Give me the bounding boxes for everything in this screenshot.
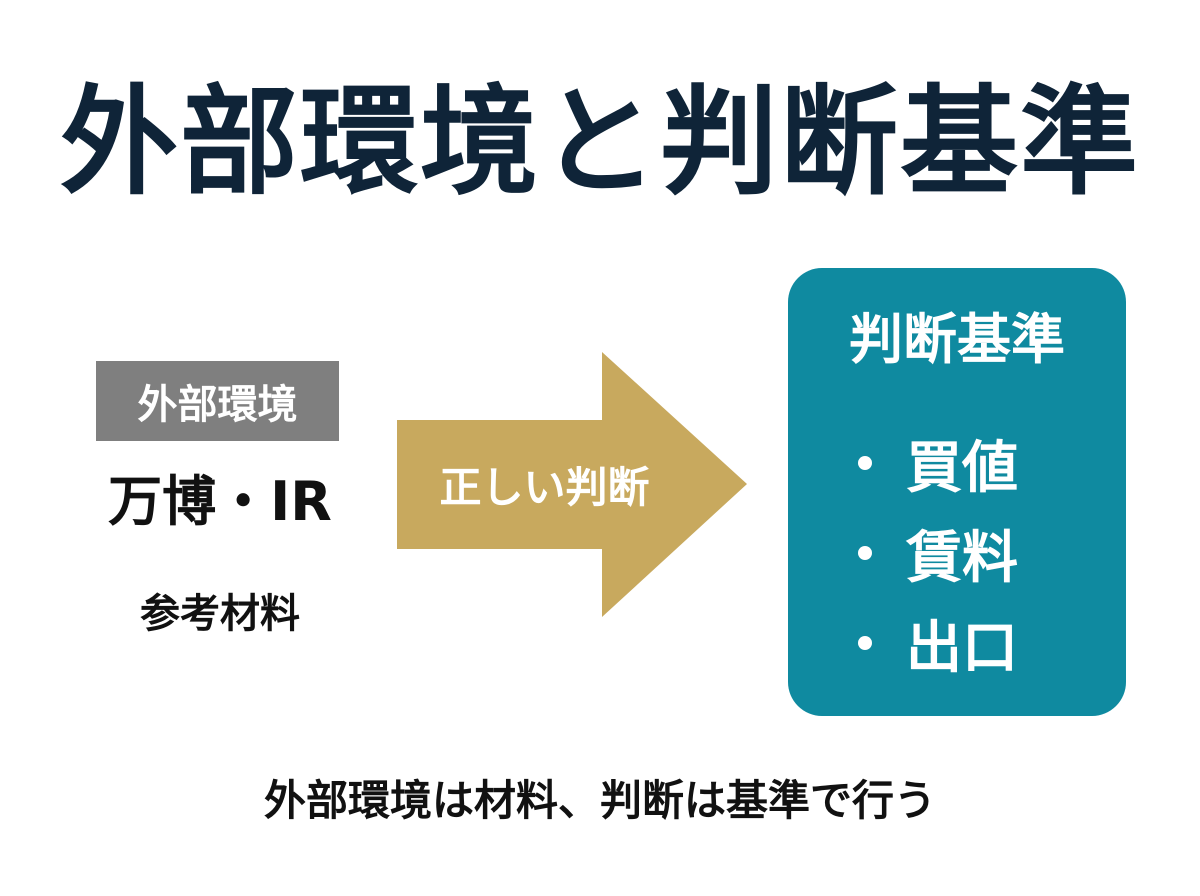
criteria-item-label: 買値 [906,435,1018,501]
criteria-item-label: 出口 [906,615,1018,681]
arrow-right-icon [397,352,747,617]
page-title: 外部環境と判断基準 [59,73,1140,211]
judgment-criteria-box: 判断基準 買値 賃料 出口 [788,268,1126,716]
correct-judgment-label: 正しい判断 [439,463,650,512]
criteria-list: 買値 賃料 出口 [858,418,1018,688]
bullet-icon [858,636,872,650]
bullet-icon [858,546,872,560]
criteria-item-exit: 出口 [858,598,1018,688]
criteria-item-rent: 賃料 [858,508,1018,598]
criteria-title: 判断基準 [849,308,1065,371]
judgment-arrow: 正しい判断 [397,352,747,617]
expo-ir-label: 万博・IR [108,470,332,533]
criteria-item-label: 賃料 [906,525,1018,591]
criteria-item-purchase-price: 買値 [858,418,1018,508]
external-environment-badge: 外部環境 [96,361,339,441]
bullet-icon [858,456,872,470]
footer-caption: 外部環境は材料、判断は基準で行う [263,776,936,825]
reference-material-label: 参考材料 [140,591,300,637]
